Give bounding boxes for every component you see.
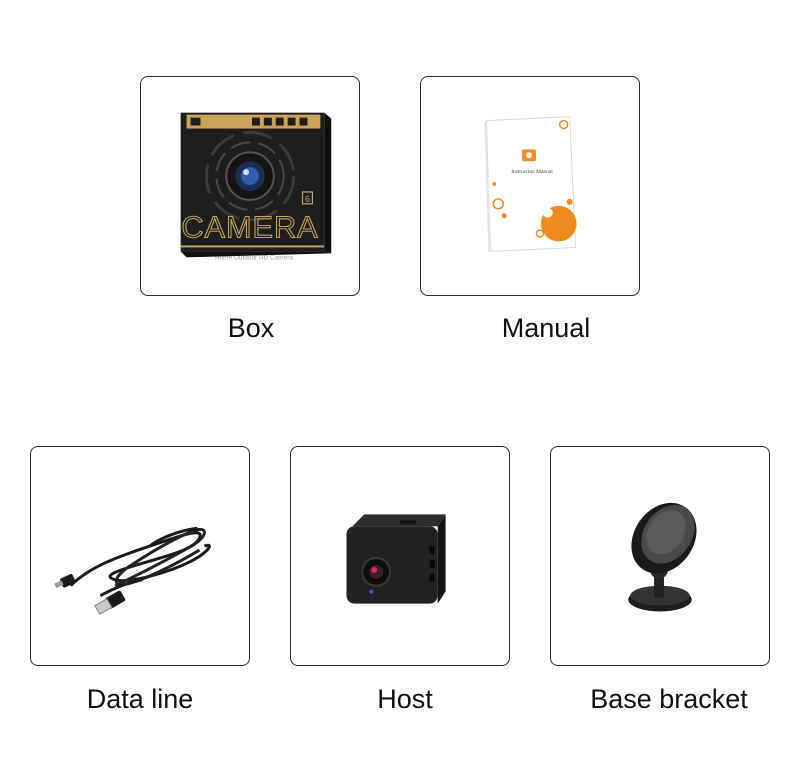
usb-cable-icon xyxy=(54,526,211,615)
magnetic-bracket-icon xyxy=(628,502,697,612)
manual-label: Manual xyxy=(501,313,591,343)
manual-booklet-icon: Instruction Manual xyxy=(484,116,577,253)
bracket-card xyxy=(550,446,770,666)
manual-card: Instruction Manual xyxy=(420,76,640,296)
host-label: Host xyxy=(377,684,433,714)
bracket-label: Base bracket xyxy=(590,684,748,714)
mini-camera-icon xyxy=(346,514,446,604)
box-subtitle-text: Home Outdoor HD Camera xyxy=(215,254,293,261)
svg-text:6: 6 xyxy=(305,194,310,204)
dataline-label: Data line xyxy=(86,684,194,714)
box-label: Box xyxy=(227,313,275,343)
dataline-card xyxy=(30,446,250,666)
manual-title-text: Instruction Manual xyxy=(511,169,553,175)
box-brand-text: CAMERA xyxy=(181,210,318,245)
camera-box-icon: 6 CAMERA Home Outdoor HD Camera xyxy=(180,112,332,261)
host-card xyxy=(290,446,510,666)
box-card: 6 CAMERA Home Outdoor HD Camera xyxy=(140,76,360,296)
